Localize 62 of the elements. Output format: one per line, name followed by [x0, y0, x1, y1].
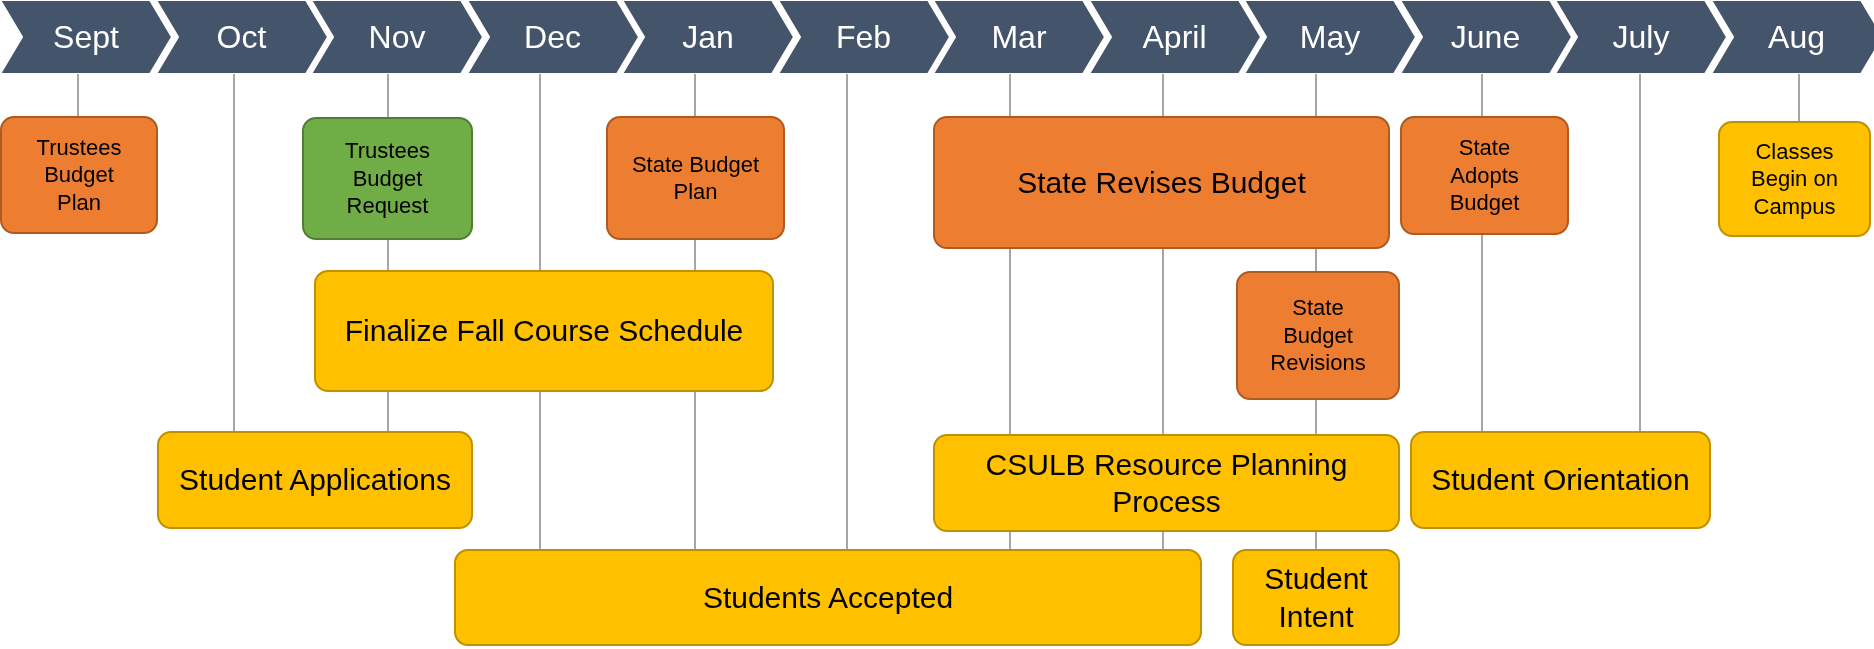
connector-line	[1162, 73, 1164, 117]
connector-line	[846, 73, 848, 550]
month-segment	[0, 0, 172, 74]
month-segment	[155, 0, 328, 74]
month-label: Aug	[1768, 18, 1825, 56]
month-segment	[1088, 0, 1261, 74]
connector-line	[1481, 234, 1483, 432]
connector-line	[694, 239, 696, 271]
connector-line	[1315, 531, 1317, 550]
connector-line	[1009, 248, 1011, 435]
month-label: Sept	[53, 18, 119, 56]
month-label: June	[1450, 18, 1521, 56]
event-box: Finalize Fall Course Schedule	[314, 270, 774, 392]
event-box: Student Applications	[157, 431, 473, 529]
month-segment	[1555, 0, 1727, 74]
month-label: Oct	[216, 18, 267, 56]
month-segment	[466, 0, 639, 74]
month-segment	[1399, 0, 1572, 74]
month-segment	[777, 0, 950, 74]
month-segment	[1710, 0, 1874, 74]
connector-line	[1798, 73, 1800, 122]
month-label: Mar	[991, 18, 1047, 56]
connector-line	[1639, 73, 1641, 432]
month-segment	[622, 0, 794, 74]
connector-line	[387, 239, 389, 271]
connector-line	[77, 73, 79, 117]
connector-line	[1009, 73, 1011, 117]
month-label: Nov	[368, 18, 426, 56]
event-box: Students Accepted	[454, 549, 1202, 646]
connector-line	[1162, 248, 1164, 435]
month-segment	[311, 0, 483, 74]
event-box: State Budget Revisions	[1236, 271, 1400, 400]
month-segment	[1244, 0, 1416, 74]
connector-line	[1009, 531, 1011, 550]
event-box: State Adopts Budget	[1400, 116, 1569, 235]
month-label: Feb	[835, 18, 892, 56]
connector-line	[233, 73, 235, 432]
month-label: Jan	[682, 18, 734, 56]
month-label: July	[1612, 18, 1670, 56]
connector-line	[387, 73, 389, 118]
connector-line	[694, 73, 696, 117]
connector-line	[1315, 73, 1317, 117]
event-box: Classes Begin on Campus	[1718, 121, 1871, 237]
connector-line	[387, 391, 389, 432]
month-segment	[933, 0, 1105, 74]
event-box: State Revises Budget	[933, 116, 1390, 249]
month-label: April	[1142, 18, 1207, 56]
connector-line	[539, 391, 541, 550]
event-box: Trustees Budget Request	[302, 117, 473, 240]
connector-line	[1162, 531, 1164, 550]
month-label: Dec	[524, 18, 581, 56]
connector-line	[539, 73, 541, 271]
event-box: CSULB Resource Planning Process	[933, 434, 1400, 532]
month-label: May	[1299, 18, 1361, 56]
event-box: State Budget Plan	[606, 116, 785, 240]
event-box: Student Intent	[1232, 549, 1400, 646]
connector-line	[1315, 399, 1317, 435]
event-box: Trustees Budget Plan	[0, 116, 158, 234]
event-box: Student Orientation	[1410, 431, 1711, 529]
connector-line	[1315, 248, 1317, 272]
connector-line	[1481, 73, 1483, 117]
connector-line	[694, 391, 696, 550]
